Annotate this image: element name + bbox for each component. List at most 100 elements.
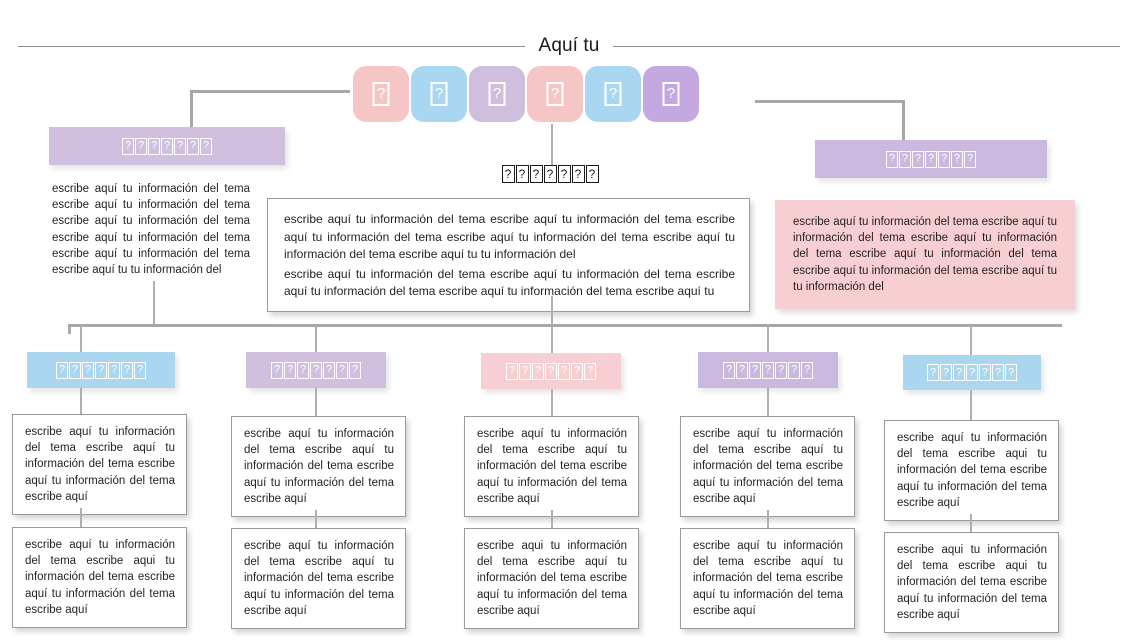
top-chip-2[interactable]: [411, 66, 467, 122]
missing-glyph-icon: [899, 150, 911, 168]
missing-glyph-icon: [1005, 364, 1017, 381]
missing-glyph-icon: [430, 82, 448, 106]
missing-glyph-icon: [940, 364, 952, 381]
right-branch-header[interactable]: [815, 140, 1047, 178]
connector-column-3-card-2: [551, 510, 553, 530]
column-1-card-2: escribe aquí tu información del tema esc…: [12, 527, 187, 629]
connector-column-4-card-1: [767, 388, 769, 417]
missing-glyph-icon: [964, 150, 976, 168]
center-paragraph-2: escribe aquí tu información del tema esc…: [284, 266, 735, 299]
missing-glyph-icon: [506, 362, 518, 380]
connector-bus-to-column-1: [80, 326, 82, 356]
top-chip-3[interactable]: [469, 66, 525, 122]
connector-bus-to-column-4: [767, 326, 769, 356]
missing-glyph-icon: [571, 362, 583, 380]
missing-glyph-icon: [69, 361, 81, 379]
title-rule-left: [18, 45, 525, 47]
column-4-card-1: escribe aquí tu información del tema esc…: [680, 416, 855, 518]
connector-left-to-bus: [153, 281, 155, 325]
missing-glyph-icon: [558, 362, 570, 380]
card-text: escribe aquí tu información del tema esc…: [25, 539, 175, 616]
connector-center-vertical: [551, 124, 553, 166]
missing-glyph-icon: [749, 361, 761, 379]
missing-glyph-icon: [310, 361, 322, 379]
missing-glyph-icon: [200, 137, 212, 155]
missing-glyph-icon: [788, 361, 800, 379]
missing-glyph-icon: [662, 82, 680, 106]
column-2-header[interactable]: [246, 352, 386, 388]
missing-glyph-icon: [546, 82, 564, 106]
missing-glyph-icon: [912, 150, 924, 168]
connector-column-5-card-2: [970, 514, 972, 534]
missing-glyph-icon: [951, 150, 963, 168]
column-4-card-2: escribe aquí tu información del tema esc…: [680, 528, 855, 630]
missing-glyph-icon: [584, 362, 596, 380]
missing-glyph-icon: [545, 362, 557, 380]
connector-column-1-card-2: [80, 508, 82, 530]
missing-glyph-icon: [723, 361, 735, 379]
top-chip-6[interactable]: [643, 66, 699, 122]
missing-glyph-label: [122, 137, 212, 155]
missing-glyph-icon: [174, 137, 186, 155]
left-branch-header[interactable]: [49, 127, 285, 165]
column-2-card-2: escribe aquí tu información del tema esc…: [231, 528, 406, 630]
missing-glyph-icon: [543, 165, 557, 183]
missing-glyph-icon: [108, 361, 120, 379]
column-4-header[interactable]: [698, 352, 838, 388]
missing-glyph-label: [56, 361, 146, 379]
connector-column-2-card-1: [315, 388, 317, 417]
connector-column-5-card-1: [970, 390, 972, 421]
missing-glyph-icon: [515, 165, 529, 183]
missing-glyph-icon: [372, 82, 390, 106]
connector-column-1-card-1: [80, 388, 82, 415]
missing-glyph-icon: [762, 361, 774, 379]
column-5-card-2: escribe aqui tu información del tema esc…: [884, 532, 1059, 634]
connector-center-to-bus: [551, 296, 553, 326]
connector-bus-to-column-2: [315, 326, 317, 356]
top-chip-1[interactable]: [353, 66, 409, 122]
column-5-header[interactable]: [903, 355, 1041, 390]
column-2-card-1: escribe aquí tu información del tema esc…: [231, 416, 406, 518]
missing-glyph-icon: [323, 361, 335, 379]
column-3-header[interactable]: [481, 353, 621, 389]
missing-glyph-icon: [529, 165, 543, 183]
missing-glyph-icon: [122, 137, 134, 155]
connector-bus-to-column-3: [551, 326, 553, 356]
missing-glyph-icon: [336, 361, 348, 379]
center-paragraph-1: escribe aquí tu información del tema esc…: [284, 212, 735, 261]
top-chip-5[interactable]: [585, 66, 641, 122]
missing-glyph-icon: [121, 361, 133, 379]
missing-glyph-icon: [736, 361, 748, 379]
card-text: escribe aqui tu información del tema esc…: [477, 540, 627, 617]
missing-glyph-icon: [953, 364, 965, 381]
column-3-card-1: escribe aquí tu información del tema esc…: [464, 416, 639, 518]
center-branch-panel: escribe aquí tu información del tema esc…: [267, 198, 750, 312]
missing-glyph-icon: [992, 364, 1004, 381]
missing-glyph-label: [506, 362, 596, 380]
card-text: escribe aquí tu información del tema esc…: [244, 540, 394, 617]
right-branch-panel: escribe aquí tu información del tema esc…: [775, 200, 1075, 310]
top-chip-4[interactable]: [527, 66, 583, 122]
missing-glyph-icon: [501, 165, 515, 183]
column-3-card-2: escribe aqui tu información del tema esc…: [464, 528, 639, 630]
connector-bus-to-column-5: [970, 326, 972, 356]
missing-glyph-icon: [349, 361, 361, 379]
missing-glyph-icon: [775, 361, 787, 379]
column-1-header[interactable]: [27, 352, 175, 388]
diagram-title-row: Aquí tu: [0, 32, 1138, 60]
card-text: escribe aquí tu información del tema esc…: [693, 428, 843, 505]
missing-glyph-icon: [488, 82, 506, 106]
connector-right-horizontal: [755, 100, 905, 103]
card-text: escribe aquí tu información del tema esc…: [693, 540, 843, 617]
card-text: escribe aquí tu información del tema esc…: [477, 428, 627, 505]
missing-glyph-icon: [134, 361, 146, 379]
connector-left-horizontal: [190, 90, 350, 93]
missing-glyph-icon: [187, 137, 199, 155]
missing-glyph-icon: [297, 361, 309, 379]
center-branch-header[interactable]: [0, 165, 1100, 188]
card-text: escribe aqui tu información del tema esc…: [897, 544, 1047, 621]
column-5-card-1: escribe aquí tu información del tema esc…: [884, 420, 1059, 522]
connector-column-2-card-2: [315, 510, 317, 530]
missing-glyph-icon: [925, 150, 937, 168]
